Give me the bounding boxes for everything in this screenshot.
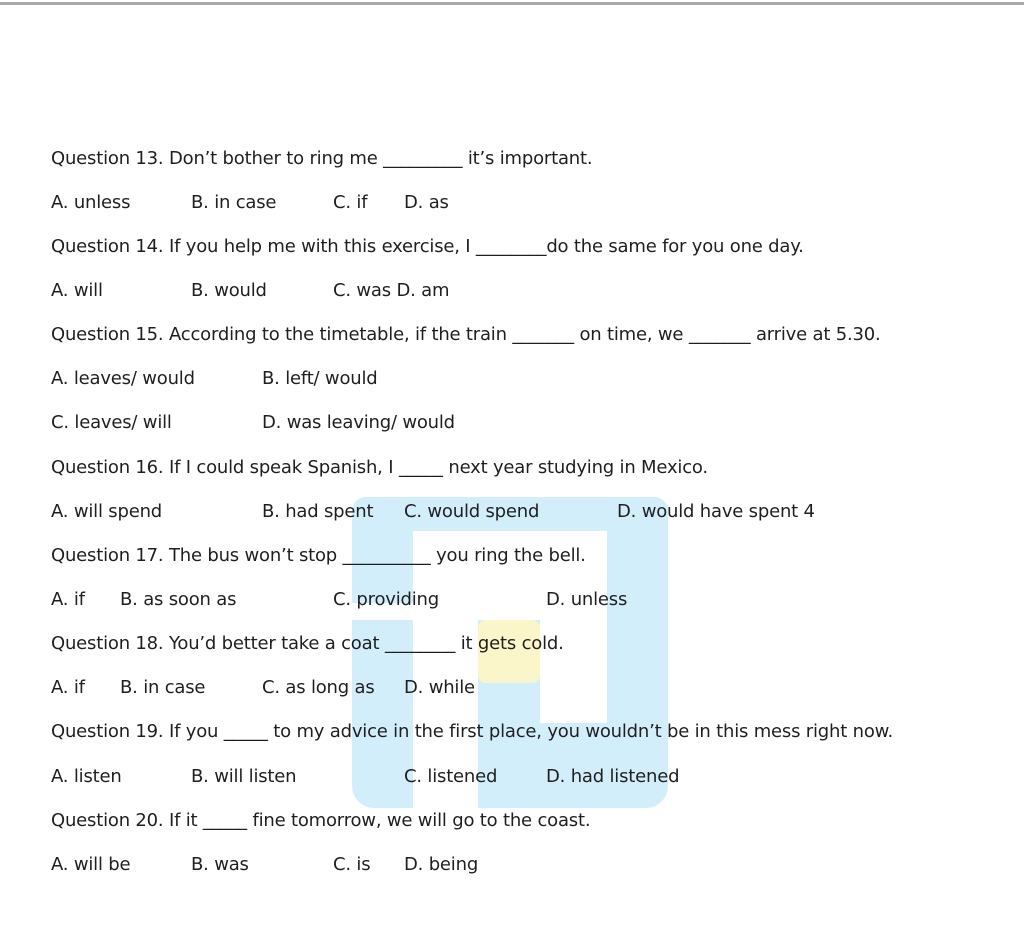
q20-option-a: A. will be — [51, 854, 131, 875]
q16-option-c: C. would spend — [404, 501, 540, 522]
question-16: Question 16. If I could speak Spanish, I… — [51, 457, 708, 478]
q13-option-c: C. if — [333, 192, 368, 213]
question-20: Question 20. If it _____ fine tomorrow, … — [51, 810, 591, 831]
q18-option-c: C. as long as — [262, 677, 375, 698]
q15-option-b: B. left/ would — [262, 368, 378, 389]
q13-option-a: A. unless — [51, 192, 131, 213]
q19-option-d: D. had listened — [546, 766, 680, 787]
q16-option-b: B. had spent — [262, 501, 374, 522]
q14-option-b: B. would — [191, 280, 267, 301]
q13-option-b: B. in case — [191, 192, 277, 213]
q14-option-cd: C. was D. am — [333, 280, 450, 301]
q16-option-d: D. would have spent 4 — [617, 501, 815, 522]
q17-option-d: D. unless — [546, 589, 628, 610]
q17-option-b: B. as soon as — [120, 589, 237, 610]
q19-option-a: A. listen — [51, 766, 122, 787]
question-13: Question 13. Don’t bother to ring me ___… — [51, 148, 593, 169]
q15-option-c: C. leaves/ will — [51, 412, 172, 433]
q19-option-b: B. will listen — [191, 766, 297, 787]
q16-option-a: A. will spend — [51, 501, 162, 522]
question-19: Question 19. If you _____ to my advice i… — [51, 721, 894, 742]
q15-option-a: A. leaves/ would — [51, 368, 195, 389]
q20-option-c: C. is — [333, 854, 371, 875]
top-border — [0, 2, 1024, 5]
q20-option-b: B. was — [191, 854, 249, 875]
q19-option-c: C. listened — [404, 766, 498, 787]
q13-option-d: D. as — [404, 192, 449, 213]
q18-option-a: A. if — [51, 677, 85, 698]
q17-option-c: C. providing — [333, 589, 439, 610]
q17-option-a: A. if — [51, 589, 85, 610]
q18-option-d: D. while — [404, 677, 475, 698]
q18-option-b: B. in case — [120, 677, 206, 698]
q14-option-a: A. will — [51, 280, 103, 301]
question-18: Question 18. You’d better take a coat __… — [51, 633, 564, 654]
q20-option-d: D. being — [404, 854, 479, 875]
question-17: Question 17. The bus won’t stop ________… — [51, 545, 586, 566]
question-15: Question 15. According to the timetable,… — [51, 324, 881, 345]
q15-option-d: D. was leaving/ would — [262, 412, 455, 433]
question-14: Question 14. If you help me with this ex… — [51, 236, 804, 257]
